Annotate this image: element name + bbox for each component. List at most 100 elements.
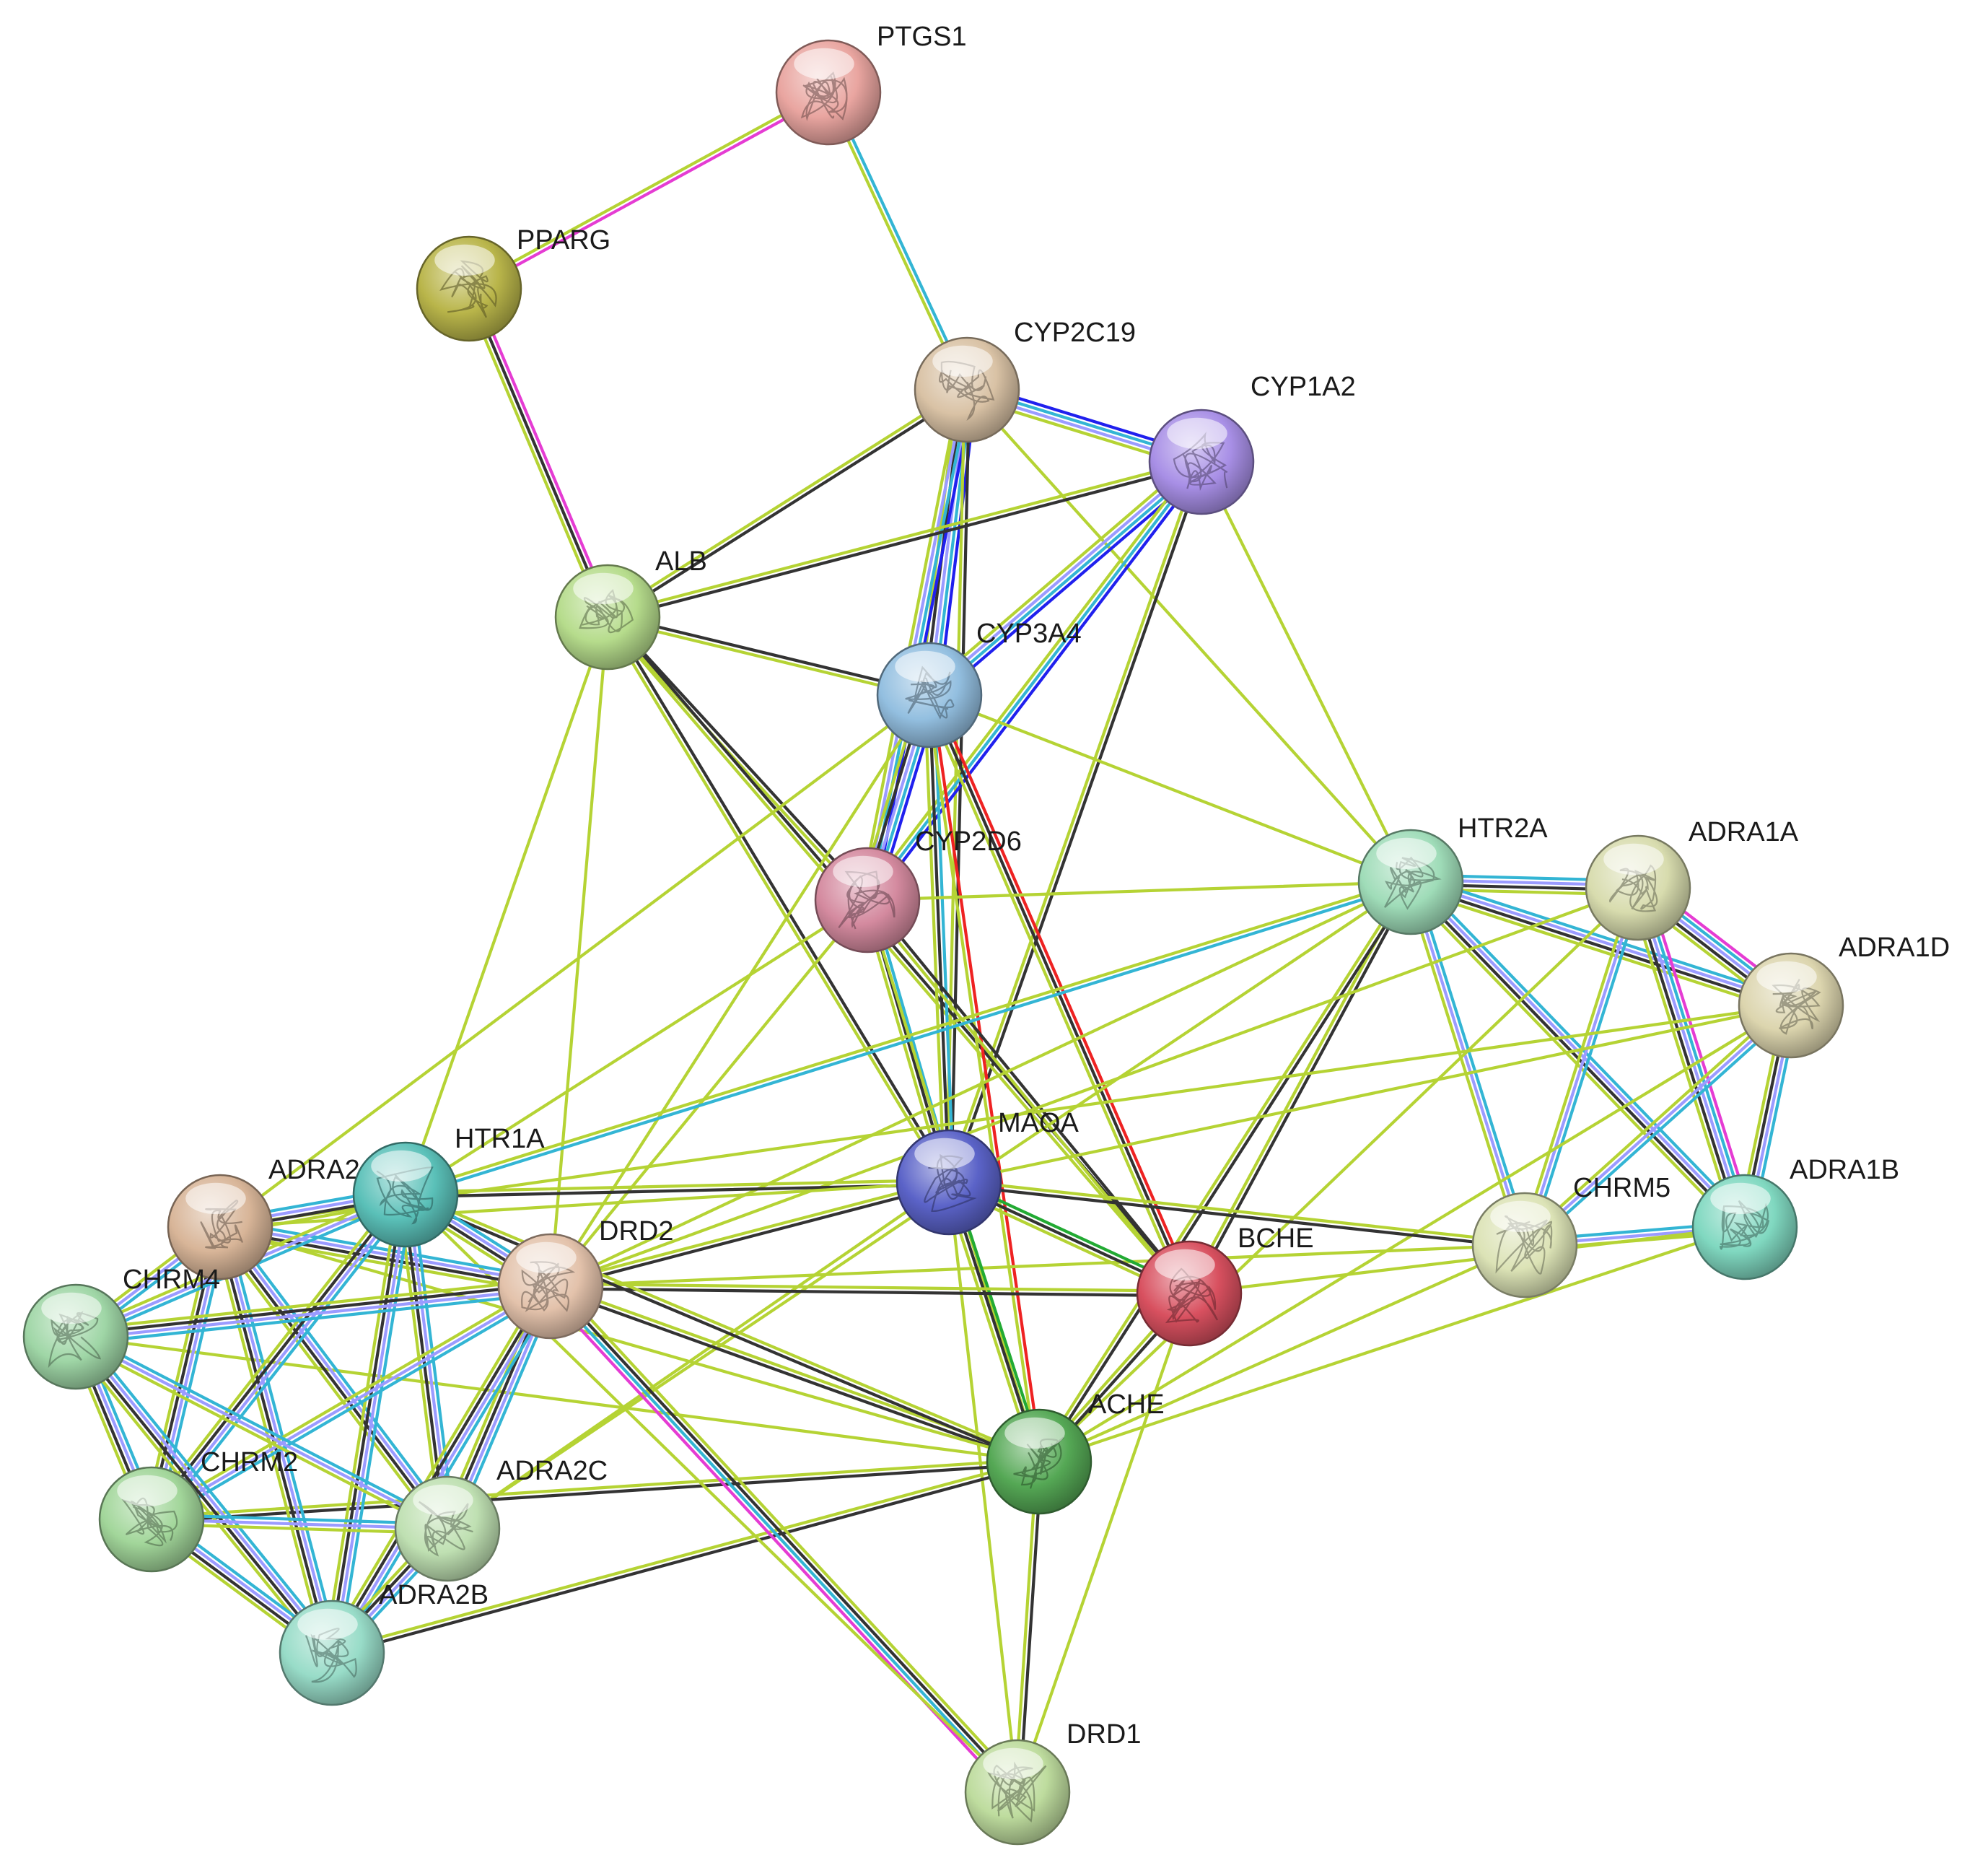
node-adra2a[interactable]: ADRA2A — [167, 1155, 379, 1280]
edge-adra1d-maoa[interactable] — [947, 1003, 1793, 1184]
edge-drd2-chrm2[interactable] — [147, 1280, 555, 1525]
edge-cyp2c19-alb[interactable] — [605, 386, 970, 621]
edge-ache-drd1[interactable] — [1013, 1459, 1043, 1794]
edge-line-database — [1528, 887, 1645, 1249]
edge-layer — [67, 89, 1800, 1799]
edge-chrm4-adra2c[interactable] — [71, 1331, 452, 1535]
node-cyp1a2[interactable]: CYP1A2 — [1148, 372, 1356, 515]
edge-htr1a-chrm2[interactable] — [144, 1188, 413, 1526]
edge-ptgs1-pparg[interactable] — [466, 89, 831, 292]
edge-line-textmining — [605, 618, 931, 699]
node-drd1[interactable]: DRD1 — [964, 1719, 1141, 1846]
edge-line-homology — [74, 1335, 450, 1531]
edge-drd1-drd2[interactable] — [543, 1280, 1025, 1799]
edge-line-textmining — [548, 615, 610, 1288]
edge-maoa-drd1[interactable] — [947, 1180, 1020, 1794]
node-htr1a[interactable]: HTR1A — [352, 1124, 545, 1248]
edge-cyp1a2-alb[interactable] — [605, 458, 1204, 621]
edge-line-textmining — [1035, 879, 1411, 1462]
node-ptgs1[interactable]: PTGS1 — [775, 22, 967, 146]
node-label-chrm4: CHRM4 — [123, 1265, 220, 1295]
protein-structure-icon — [439, 260, 497, 318]
edge-htr2a-adra1d[interactable] — [1406, 873, 1795, 1014]
node-pparg[interactable]: PPARG — [416, 225, 610, 342]
node-cyp2c19[interactable]: CYP2C19 — [914, 318, 1136, 443]
edge-htr2a-htr1a[interactable] — [403, 878, 1414, 1199]
node-maoa[interactable]: MAOA — [896, 1108, 1080, 1236]
edge-adra1d-ache[interactable] — [1037, 1003, 1793, 1464]
edge-cyp3a4-ache[interactable] — [925, 693, 1043, 1464]
edge-adra1a-drd2[interactable] — [548, 886, 1640, 1288]
edge-line-homology — [74, 1287, 553, 1341]
edge-adra2a-adra2c[interactable] — [213, 1221, 455, 1535]
edge-cyp2d6-drd2[interactable] — [548, 898, 870, 1288]
edge-cyp3a4-htr2a[interactable] — [927, 693, 1413, 884]
edge-chrm5-ache[interactable] — [1037, 1243, 1527, 1464]
edge-cyp2d6-htr1a[interactable] — [403, 898, 870, 1197]
edge-line-database — [219, 1218, 553, 1281]
node-cyp3a4[interactable]: CYP3A4 — [876, 619, 1082, 748]
edge-ache-htr1a[interactable] — [403, 1190, 1042, 1466]
edge-line-coexpression — [608, 614, 953, 1183]
edge-maoa-adra2a[interactable] — [218, 1180, 951, 1229]
edge-htr2a-chrm5[interactable] — [1404, 878, 1531, 1249]
node-cyp2d6[interactable]: CYP2D6 — [814, 826, 1022, 953]
edge-line-database — [152, 1288, 555, 1525]
edge-adra1d-chrm5[interactable] — [1520, 1000, 1796, 1250]
edge-htr2a-drd2[interactable] — [548, 880, 1413, 1288]
edge-adra2a-drd2[interactable] — [217, 1218, 553, 1295]
edge-alb-htr1a[interactable] — [403, 615, 610, 1197]
edge-bche-drd2[interactable] — [548, 1282, 1191, 1298]
edge-chrm5-drd2[interactable] — [548, 1243, 1527, 1288]
edge-chrm5-maoa[interactable] — [947, 1178, 1527, 1249]
edge-htr1a-adra2b[interactable] — [323, 1192, 414, 1656]
edge-line-textmining — [218, 1180, 951, 1229]
edge-alb-cyp3a4[interactable] — [605, 613, 932, 699]
edge-cyp3a4-adra2a[interactable] — [218, 693, 932, 1229]
edge-ache-adra2b[interactable] — [330, 1457, 1041, 1657]
edge-line-textmining — [923, 455, 1199, 691]
edge-alb-maoa[interactable] — [604, 614, 953, 1185]
edge-adra1a-chrm5[interactable] — [1518, 884, 1645, 1249]
node-adra1a[interactable]: ADRA1A — [1585, 817, 1799, 941]
edge-drd2-chrm4[interactable] — [73, 1278, 553, 1345]
edge-adra1b-ache[interactable] — [1037, 1225, 1747, 1464]
edge-cyp1a2-htr2a[interactable] — [1199, 460, 1413, 884]
edge-cyp2c19-htr2a[interactable] — [965, 388, 1413, 884]
node-chrm2[interactable]: CHRM2 — [98, 1447, 298, 1573]
edge-ache-chrm4[interactable] — [74, 1335, 1041, 1464]
node-alb[interactable]: ALB — [554, 546, 707, 671]
edge-line-textmining — [1013, 1459, 1038, 1794]
edge-line-textmining — [73, 1278, 552, 1332]
edge-alb-drd2[interactable] — [548, 615, 610, 1288]
edge-ptgs1-cyp2c19[interactable] — [824, 90, 971, 393]
node-adra1b[interactable]: ADRA1B — [1691, 1155, 1899, 1280]
node-chrm4[interactable]: CHRM4 — [22, 1265, 220, 1390]
edge-cyp2d6-bche[interactable] — [864, 896, 1193, 1297]
node-chrm5[interactable]: CHRM5 — [1471, 1173, 1670, 1298]
node-label-pparg: PPARG — [517, 225, 610, 256]
node-adra2b[interactable]: ADRA2B — [279, 1580, 489, 1706]
edge-htr2a-ache[interactable] — [1035, 879, 1414, 1465]
edge-maoa-drd2[interactable] — [548, 1178, 951, 1291]
edge-line-textmining — [605, 458, 1203, 616]
node-bche[interactable]: BCHE — [1136, 1223, 1314, 1347]
node-drd2[interactable]: DRD2 — [497, 1216, 673, 1340]
edge-cyp2d6-htr2a[interactable] — [865, 880, 1413, 902]
edge-line-database — [76, 1331, 452, 1527]
edge-alb-cyp2d6[interactable] — [604, 614, 871, 904]
edge-line-textmining — [605, 386, 968, 617]
edge-cyp1a2-cyp2d6[interactable] — [862, 457, 1207, 905]
node-adra1d[interactable]: ADRA1D — [1738, 933, 1950, 1059]
edge-adra1a-ache[interactable] — [1037, 886, 1640, 1464]
edge-adra1a-adra1b[interactable] — [1627, 883, 1756, 1232]
node-adra2c[interactable]: ADRA2C — [394, 1456, 608, 1582]
node-htr2a[interactable]: HTR2A — [1357, 813, 1548, 935]
edge-line-textmining — [548, 1243, 1527, 1288]
edge-adra1b-bche[interactable] — [1187, 1225, 1747, 1296]
edge-ache-chrm2[interactable] — [149, 1457, 1041, 1524]
edge-bche-drd1[interactable] — [1015, 1291, 1191, 1794]
edge-pparg-alb[interactable] — [463, 285, 614, 621]
edge-maoa-adra2c[interactable] — [445, 1180, 951, 1531]
node-ache[interactable]: ACHE — [986, 1389, 1165, 1515]
